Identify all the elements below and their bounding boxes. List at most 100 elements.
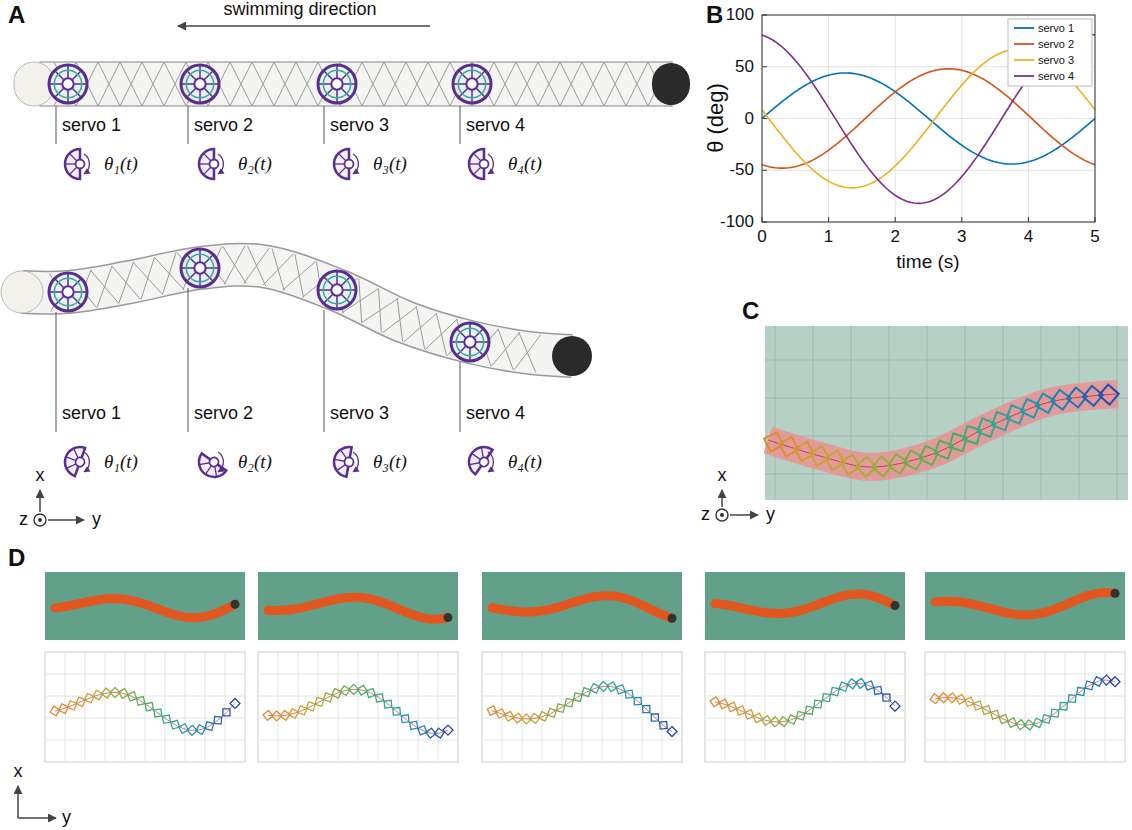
lattice-strut: [604, 62, 626, 106]
lattice-diamond: [416, 724, 429, 737]
angle-label: θ₄(t): [508, 452, 542, 473]
panel-d: [18, 572, 1125, 818]
servo-motor: [181, 249, 219, 287]
lattice-strut: [230, 62, 252, 106]
plot-area: [925, 652, 1125, 762]
lattice-strut: [494, 62, 516, 106]
robot-tube: [55, 599, 235, 618]
axis-arrow: [17, 786, 19, 818]
servo-hub: [331, 284, 342, 295]
servo-label: servo 2: [194, 116, 253, 136]
panel-letter: C: [742, 298, 759, 324]
servo-icon: [199, 149, 223, 179]
servo-icon: [332, 445, 359, 478]
robot-tail: [231, 600, 240, 609]
legend-text: servo 1: [1038, 22, 1074, 34]
lattice-strut: [379, 289, 382, 333]
angle-label: θ₂(t): [238, 452, 272, 473]
grid-line: [925, 674, 1125, 675]
legend-swatch: [1014, 59, 1034, 61]
lattice-strut: [384, 62, 406, 106]
tick-label: 0: [745, 109, 754, 128]
lattice-strut: [494, 62, 516, 106]
photo-background: [765, 326, 1128, 500]
lattice-strut: [230, 62, 252, 106]
servo-hub: [345, 160, 354, 169]
servo-ring: [451, 323, 489, 361]
grid-line: [582, 652, 583, 762]
grid-line: [945, 652, 946, 762]
rotation-arrow: [218, 452, 223, 472]
grid-line: [205, 652, 206, 762]
lattice-strut: [142, 62, 164, 106]
lattice-diamond: [944, 429, 971, 456]
leader-line: [188, 288, 189, 432]
servo-hub: [62, 78, 73, 89]
tick-mark: [961, 217, 962, 222]
servo-horn-outline: [463, 441, 492, 474]
servo-hub: [194, 262, 205, 273]
grid-line: [482, 740, 682, 741]
tick-label: 5: [1090, 228, 1099, 247]
lattice-strut: [142, 62, 164, 106]
servo-ring: [49, 273, 87, 311]
body-centerline: [935, 680, 1115, 725]
lattice-strut: [519, 332, 536, 372]
grid-line: [705, 740, 905, 741]
z-axis-dot: [720, 513, 724, 517]
grid-line: [378, 652, 379, 762]
angle-curve: [762, 49, 1095, 188]
panel-letter: B: [706, 2, 723, 28]
lattice-diamond: [230, 698, 240, 708]
grid-line: [825, 652, 826, 762]
axis-title: time (s): [896, 252, 959, 273]
servo-accent: [323, 276, 350, 303]
panel-b: [762, 15, 1095, 222]
lattice-strut: [120, 62, 142, 106]
axis-arrow: [39, 490, 41, 512]
lattice-strut: [154, 257, 184, 289]
servo-hub: [210, 160, 219, 169]
panel-c: [716, 326, 1128, 521]
leader-line: [324, 310, 325, 432]
lattice-strut: [252, 62, 274, 106]
servo-hub: [480, 160, 489, 169]
servo-hub: [478, 456, 491, 469]
tick-label: 3: [957, 228, 966, 247]
lattice-diamond: [959, 421, 986, 448]
angle-label: θ₁(t): [104, 154, 138, 175]
servo-accent: [186, 70, 213, 97]
grid-line: [1045, 652, 1046, 762]
lattice-strut: [247, 246, 265, 286]
robot-tail: [552, 336, 592, 376]
photo-background: [482, 572, 682, 640]
grid-line: [318, 652, 319, 762]
grid-line: [1085, 652, 1086, 762]
servo-horn: [463, 441, 496, 477]
tick-mark: [895, 217, 896, 222]
rotation-arrow: [488, 452, 493, 472]
robot-tail: [444, 613, 453, 622]
grid-line: [828, 15, 829, 222]
tick-mark: [1028, 217, 1029, 222]
robot-tail: [652, 63, 690, 105]
lattice-strut: [582, 62, 604, 106]
leader-line: [188, 106, 189, 144]
leader-line: [56, 312, 57, 432]
body-centerline: [55, 692, 235, 730]
servo-label: servo 4: [466, 404, 525, 424]
lattice-diamond: [83, 692, 96, 705]
lattice-strut: [90, 270, 118, 303]
lattice-strut: [296, 62, 318, 106]
lattice-strut: [626, 62, 648, 106]
plot-frame: [762, 15, 1095, 222]
rotation-arrow: [488, 154, 493, 174]
servo-hub: [344, 457, 354, 467]
legend-text: servo 3: [1038, 54, 1074, 66]
lattice-diamond: [1006, 716, 1019, 729]
lattice-strut: [560, 62, 582, 106]
axis-arrow: [730, 514, 758, 516]
lattice-diamond: [890, 701, 900, 711]
tick-label: 0: [757, 228, 766, 247]
